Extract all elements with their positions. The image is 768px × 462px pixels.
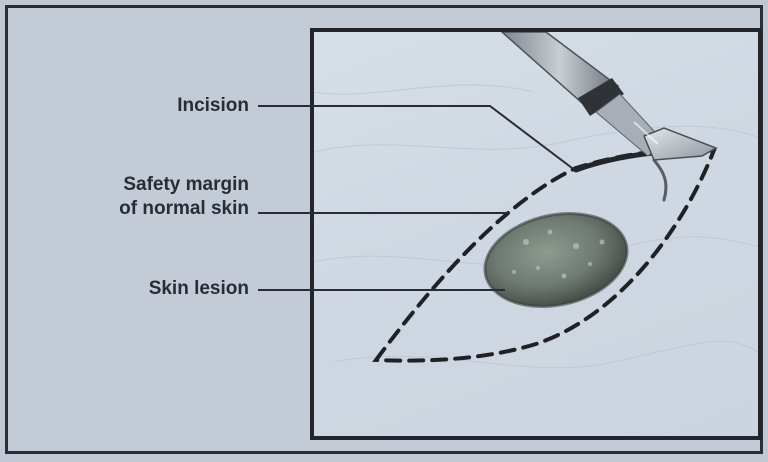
label-safety-margin: Safety margin of normal skin <box>119 173 249 221</box>
label-skin-lesion: Skin lesion <box>148 278 249 299</box>
label-safety-margin-line2: of normal skin <box>119 198 249 219</box>
skin-illustration <box>314 32 758 369</box>
scalpel <box>500 32 718 161</box>
label-incision: Incision <box>177 95 249 116</box>
skin-lesion <box>483 212 629 308</box>
incision-shadow <box>652 158 668 202</box>
skin-panel <box>310 28 762 440</box>
label-safety-margin-line1: Safety margin <box>123 174 249 195</box>
